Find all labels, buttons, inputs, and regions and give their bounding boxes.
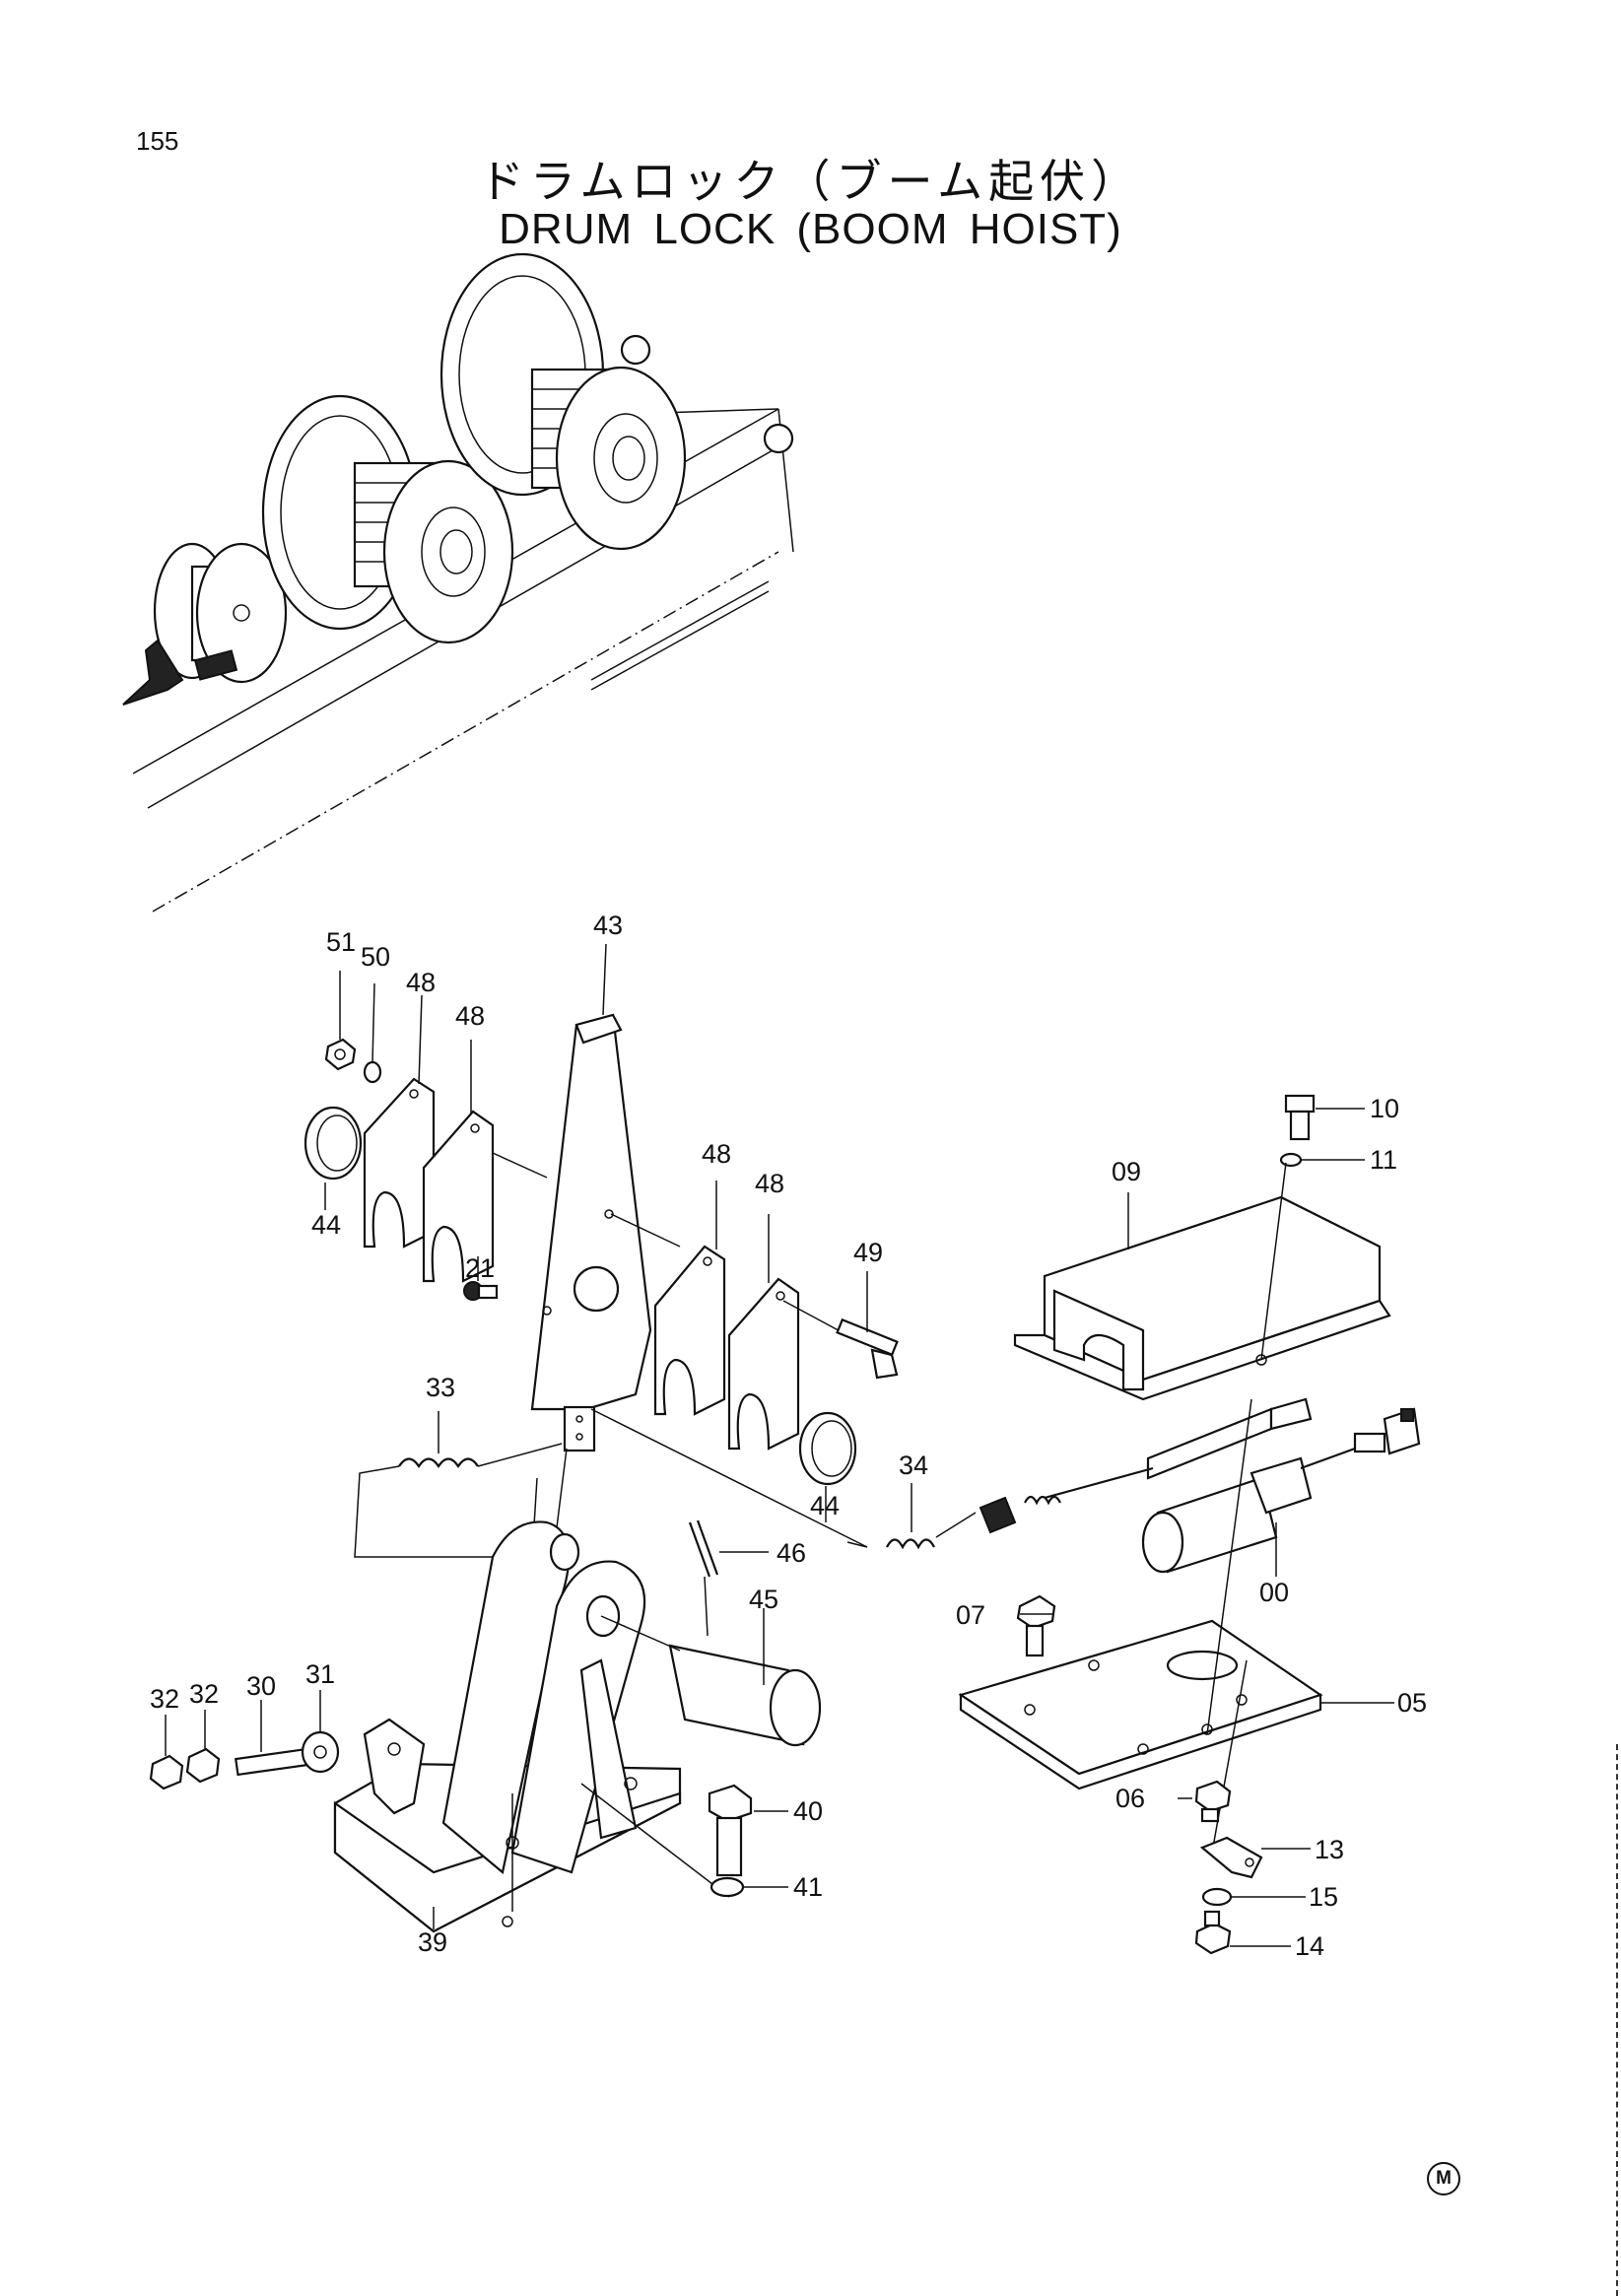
label-32: 32 (189, 1679, 219, 1709)
label-09: 09 (1112, 1157, 1141, 1186)
title-english: DRUM LOCK (BOOM HOIST) (499, 205, 1122, 253)
bolt-10-washer-11 (1260, 1094, 1316, 1361)
label-50: 50 (361, 942, 390, 972)
label-46: 46 (777, 1538, 806, 1568)
base-bracket-39 (333, 1520, 730, 1933)
label-32: 32 (150, 1684, 179, 1714)
label-11: 11 (1370, 1145, 1397, 1175)
page-number: 155 (136, 126, 179, 156)
label-44: 44 (311, 1210, 341, 1240)
springs (354, 1443, 977, 1558)
label-10: 10 (1370, 1094, 1399, 1123)
leader-lines (165, 943, 1394, 1947)
winch-overview-illustration (122, 252, 794, 912)
label-05: 05 (1397, 1688, 1427, 1718)
label-30: 30 (246, 1671, 276, 1701)
label-48: 48 (406, 968, 436, 997)
solenoid-assembly-00 (979, 1397, 1421, 1574)
label-51: 51 (326, 927, 356, 957)
label-07: 07 (956, 1600, 985, 1630)
bolt-49 (836, 1317, 899, 1380)
title-japanese: ドラムロック（ブーム起伏） (478, 155, 1143, 208)
label-33: 33 (426, 1373, 455, 1402)
circled-m-mark: M (1427, 2162, 1460, 2195)
bolt-40-washer-41 (708, 1784, 753, 1898)
label-06: 06 (1115, 1784, 1145, 1813)
label-48: 48 (455, 1001, 485, 1031)
stud-nuts (149, 1730, 340, 1790)
label-48: 48 (702, 1139, 731, 1169)
label-45: 45 (749, 1585, 778, 1614)
label-44: 44 (810, 1491, 840, 1520)
label-31: 31 (305, 1659, 335, 1689)
label-48: 48 (755, 1169, 784, 1198)
label-13: 13 (1315, 1835, 1344, 1864)
pin-and-cotter (600, 1519, 822, 1747)
label-39: 39 (418, 1927, 447, 1957)
label-21: 21 (465, 1253, 495, 1283)
clip-washer-screw (1194, 1836, 1263, 1955)
label-14: 14 (1295, 1931, 1324, 1961)
label-40: 40 (793, 1796, 823, 1826)
part-labels: 51 50 48 48 43 44 21 48 48 49 33 44 34 4… (150, 911, 1427, 1961)
page-edge-dashes (1616, 1744, 1621, 2296)
mounting-plate-05 (958, 1398, 1323, 1854)
lock-lever-43 (530, 1013, 868, 1568)
label-15: 15 (1309, 1882, 1338, 1912)
label-00: 00 (1259, 1578, 1289, 1607)
grease-fitting-21 (463, 1281, 499, 1301)
label-43: 43 (593, 911, 623, 940)
screws-07-06 (1016, 1594, 1232, 1823)
spacer-plates-48 (363, 1077, 848, 1451)
cover-09 (1013, 1195, 1391, 1401)
label-49: 49 (853, 1238, 883, 1267)
nut-washer-bushing (304, 1038, 857, 1486)
label-41: 41 (793, 1872, 823, 1902)
label-34: 34 (899, 1451, 928, 1480)
